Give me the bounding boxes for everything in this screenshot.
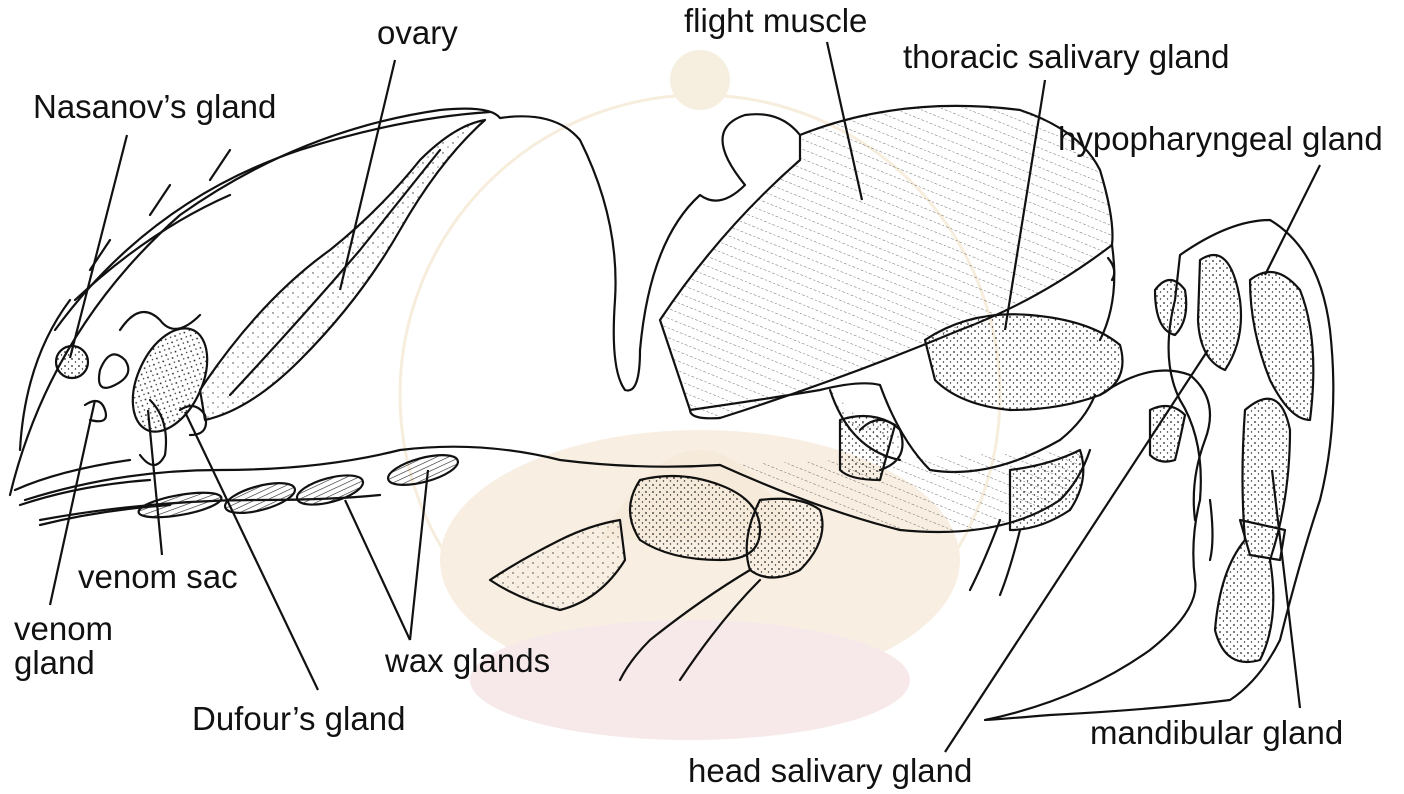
label-venom-gland-line2: gland xyxy=(14,646,95,681)
label-head-salivary-gland: head salivary gland xyxy=(688,754,972,789)
label-mandibular-gland: mandibular gland xyxy=(1090,716,1343,751)
label-thoracic-salivary-gland: thoracic salivary gland xyxy=(903,40,1230,75)
hypopharyngeal-gland-organ xyxy=(1198,255,1241,370)
leader-hypopharyngeal-gland xyxy=(1265,165,1320,275)
thoracic-salivary-gland-organ xyxy=(925,314,1123,410)
label-hypopharyngeal-gland: hypopharyngeal gland xyxy=(1058,122,1383,157)
leader-wax-glands-a xyxy=(345,500,410,640)
label-venom-sac: venom sac xyxy=(78,560,238,595)
leader-wax-glands-b xyxy=(410,470,428,640)
label-wax-glands: wax glands xyxy=(385,644,550,679)
leader-mandibular-gland xyxy=(1272,470,1300,708)
leader-dufours-gland xyxy=(185,412,318,690)
label-dufours-gland: Dufour’s gland xyxy=(192,702,405,737)
label-flight-muscle: flight muscle xyxy=(684,4,867,39)
leader-nasanovs-gland xyxy=(70,135,127,358)
label-venom-gland-line1: venom xyxy=(14,612,113,647)
label-ovary: ovary xyxy=(377,16,458,51)
label-nasanovs-gland: Nasanov’s gland xyxy=(33,90,276,125)
wax-glands-organ xyxy=(137,449,461,522)
